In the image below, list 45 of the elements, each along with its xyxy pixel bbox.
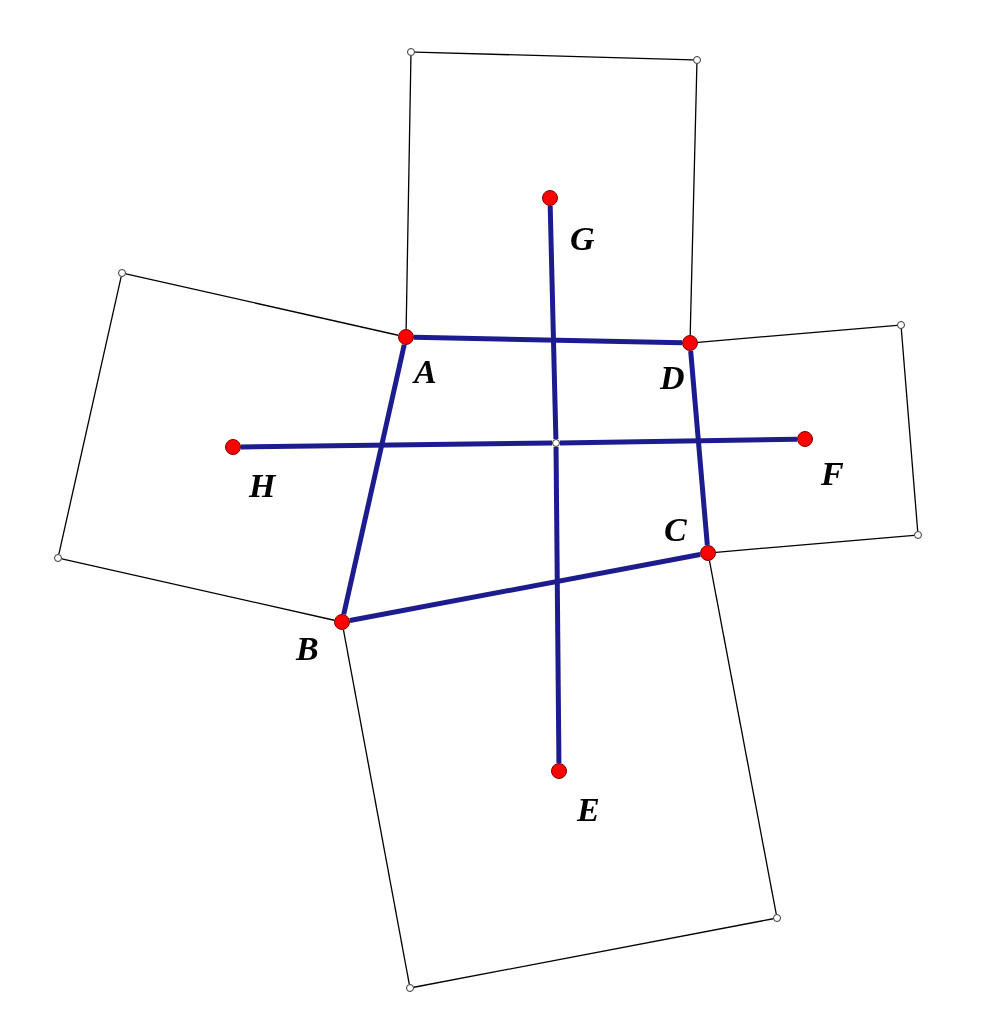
- vertex-marker: [552, 439, 560, 447]
- point-marker: [334, 614, 350, 630]
- point-label: C: [664, 513, 687, 547]
- square-side-line: [900, 328, 919, 532]
- vertex-marker: [118, 269, 126, 277]
- vertex-marker: [914, 531, 922, 539]
- segment-line: [553, 446, 562, 764]
- square-side-line: [708, 560, 777, 915]
- point-label: F: [821, 457, 844, 491]
- square-side-line: [697, 324, 898, 343]
- square-side-line: [342, 629, 410, 985]
- segment-line: [341, 344, 407, 615]
- vertex-marker: [406, 984, 414, 992]
- square-side-line: [689, 63, 698, 336]
- square-side-line: [58, 276, 122, 555]
- segment-line: [547, 205, 559, 440]
- point-marker: [682, 335, 698, 351]
- point-marker: [398, 329, 414, 345]
- segment-line: [349, 552, 701, 623]
- vertex-marker: [54, 554, 62, 562]
- point-label: D: [660, 361, 685, 395]
- square-side-line: [414, 51, 694, 61]
- vertex-marker: [693, 56, 701, 64]
- segment-line: [559, 436, 798, 446]
- point-label: B: [296, 632, 319, 666]
- point-label: H: [249, 469, 276, 503]
- square-side-line: [405, 55, 412, 330]
- square-side-line: [715, 534, 915, 553]
- vertex-marker: [897, 321, 905, 329]
- point-marker: [700, 545, 716, 561]
- point-marker: [797, 431, 813, 447]
- segment-line: [688, 350, 710, 546]
- square-side-line: [125, 273, 399, 336]
- point-label: E: [577, 793, 600, 827]
- point-marker: [225, 439, 241, 455]
- point-label: G: [570, 222, 595, 256]
- point-label: A: [414, 355, 437, 389]
- vertex-marker: [407, 48, 415, 56]
- segment-line: [240, 440, 553, 450]
- vertex-marker: [773, 914, 781, 922]
- square-side-line: [61, 558, 335, 621]
- point-marker: [551, 763, 567, 779]
- square-side-line: [413, 918, 774, 988]
- segment-line: [413, 334, 683, 346]
- point-marker: [542, 190, 558, 206]
